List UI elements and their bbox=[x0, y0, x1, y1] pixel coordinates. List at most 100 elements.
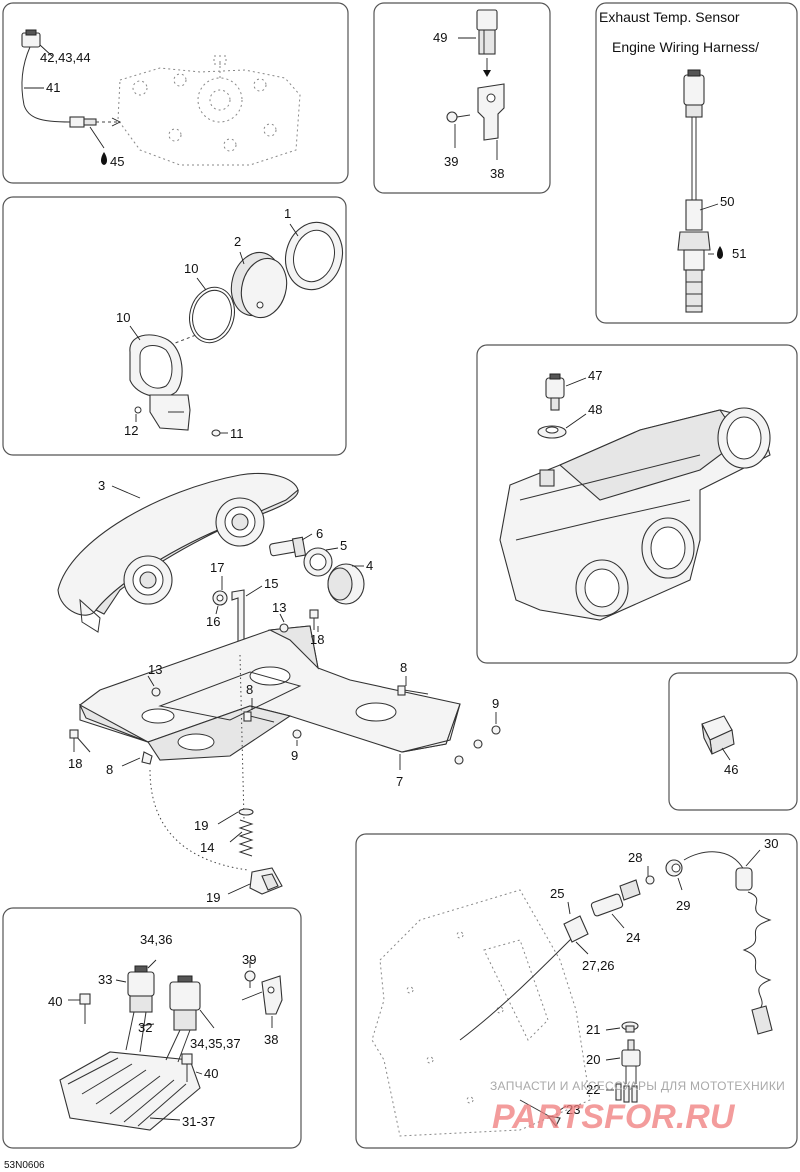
bolt-18-top bbox=[309, 609, 319, 630]
sealant-drop-icon bbox=[717, 246, 723, 259]
callout-27-26: 27,26 bbox=[582, 958, 615, 973]
bolt-18-left bbox=[69, 729, 91, 753]
bolt-8-mid bbox=[243, 711, 275, 723]
screw-39-top bbox=[446, 111, 471, 123]
callout-38-top: 38 bbox=[490, 166, 504, 181]
washer-16-17 bbox=[212, 590, 228, 606]
callout-12: 12 bbox=[124, 423, 138, 438]
panel-relay: 46 bbox=[668, 672, 798, 811]
callout-8-mid: 8 bbox=[246, 682, 253, 697]
connector-34-35-37 bbox=[165, 975, 201, 1063]
grommet-48 bbox=[537, 425, 567, 439]
sensor-47 bbox=[545, 373, 565, 411]
switch-20 bbox=[621, 1039, 641, 1084]
cap-29 bbox=[665, 859, 683, 877]
callout-13-top: 13 bbox=[272, 600, 286, 615]
callout-16: 16 bbox=[206, 614, 220, 629]
callout-18-left: 18 bbox=[68, 756, 82, 771]
callout-28: 28 bbox=[628, 850, 642, 865]
callout-23: 23 bbox=[566, 1102, 580, 1117]
callout-2: 2 bbox=[234, 234, 241, 249]
callout-15: 15 bbox=[264, 576, 278, 591]
header-exhaust-sensor: Exhaust Temp. Sensor bbox=[599, 9, 740, 25]
panel-exhaust-sensor: Exhaust Temp. Sensor Engine Wiring Harne… bbox=[595, 2, 798, 324]
callout-39-top: 39 bbox=[444, 154, 458, 169]
callout-8-right: 8 bbox=[400, 660, 407, 675]
oring-10 bbox=[189, 286, 235, 344]
console-plate-ghost bbox=[371, 889, 591, 1137]
exhaust-sensor-50 bbox=[677, 69, 711, 313]
watermark-line1: ЗАПЧАСТИ И АКСЕССУАРЫ ДЛЯ МОТОТЕХНИКИ bbox=[490, 1079, 785, 1093]
callout-42-43-44: 42,43,44 bbox=[40, 50, 91, 65]
header-engine-harness: Engine Wiring Harness/ bbox=[612, 39, 759, 55]
callout-9-right: 9 bbox=[492, 696, 499, 711]
gasket-10 bbox=[129, 334, 183, 398]
screw-11 bbox=[211, 429, 221, 437]
switch-24 bbox=[590, 879, 641, 917]
engine-head-ghost bbox=[117, 55, 301, 166]
callout-10-gasket: 10 bbox=[116, 310, 130, 325]
callout-22: 22 bbox=[586, 1082, 600, 1097]
callout-34-36: 34,36 bbox=[140, 932, 173, 947]
callout-3: 3 bbox=[98, 478, 105, 493]
sealant-drop-icon bbox=[101, 152, 107, 165]
callout-51: 51 bbox=[732, 246, 746, 261]
bulb-6 bbox=[269, 536, 307, 558]
callout-47: 47 bbox=[588, 368, 602, 383]
callout-50: 50 bbox=[720, 194, 734, 209]
callout-19-knob: 19 bbox=[206, 890, 220, 905]
bolt-40 bbox=[79, 993, 193, 1082]
diagram-code: 53N0606 bbox=[4, 1160, 45, 1171]
bracket-12 bbox=[134, 394, 191, 431]
panel-airbox: 47 48 bbox=[476, 344, 798, 664]
tie-wrap-23 bbox=[519, 1099, 561, 1128]
callout-48: 48 bbox=[588, 402, 602, 417]
tether-cord-30 bbox=[683, 851, 773, 1035]
bracket-38-bottom bbox=[261, 975, 283, 1015]
watermark: ЗАПЧАСТИ И АКСЕССУАРЫ ДЛЯ МОТОТЕХНИКИ PA… bbox=[490, 1079, 785, 1136]
lock-ring-5 bbox=[303, 547, 333, 577]
callout-7: 7 bbox=[396, 774, 403, 789]
callout-14: 14 bbox=[200, 840, 214, 855]
screw-39-bottom bbox=[244, 970, 256, 988]
headlight-3 bbox=[57, 472, 299, 633]
callout-9-mid: 9 bbox=[291, 748, 298, 763]
nut-28 bbox=[645, 875, 655, 885]
plug-8 bbox=[141, 751, 153, 765]
callout-1: 1 bbox=[284, 206, 291, 221]
callout-46: 46 bbox=[724, 762, 738, 777]
connector-33 bbox=[125, 965, 155, 1053]
callout-19-washer: 19 bbox=[194, 818, 208, 833]
callout-17: 17 bbox=[210, 560, 224, 575]
callout-30: 30 bbox=[764, 836, 778, 851]
regulator-heatsink bbox=[59, 1051, 201, 1131]
callout-41: 41 bbox=[46, 80, 60, 95]
callout-group-a: 42,43,44 41 45 bbox=[24, 44, 124, 169]
callout-33: 33 bbox=[98, 972, 112, 987]
connector-49 bbox=[476, 9, 498, 55]
terminals-22 bbox=[615, 1083, 638, 1103]
boot-4 bbox=[327, 563, 365, 605]
panel-engine-sensor: 42,43,44 41 45 bbox=[2, 2, 349, 184]
callout-11: 11 bbox=[230, 426, 244, 441]
callout-6: 6 bbox=[316, 526, 323, 541]
bracket-38-top bbox=[477, 83, 505, 141]
callout-20: 20 bbox=[586, 1052, 600, 1067]
watermark-line2: PARTSFOR.RU bbox=[492, 1098, 736, 1136]
panel-gauge-housing: 1 2 10 10 12 11 bbox=[2, 196, 347, 456]
callout-21: 21 bbox=[586, 1022, 600, 1037]
nut-9 bbox=[292, 725, 501, 765]
callout-38-bottom: 38 bbox=[264, 1032, 278, 1047]
panel-voltage-regulator: 34,36 33 32 34,35,37 39 38 40 40 31-37 bbox=[2, 907, 302, 1149]
mounting-bracket-7 bbox=[78, 625, 461, 761]
relay-46 bbox=[701, 715, 735, 755]
callout-10-oring: 10 bbox=[184, 261, 198, 276]
spring-14 bbox=[238, 808, 254, 857]
callout-8-left: 8 bbox=[106, 762, 113, 777]
callout-4: 4 bbox=[366, 558, 373, 573]
callout-18-top: 18 bbox=[310, 632, 324, 647]
gauge-2 bbox=[230, 251, 288, 319]
section-headlight-bracket: 3 4 5 6 7 8 8 8 9 9 13 13 14 15 16 17 18… bbox=[57, 472, 501, 905]
callout-34-35-37: 34,35,37 bbox=[190, 1036, 241, 1051]
knob-21 bbox=[621, 1021, 639, 1033]
